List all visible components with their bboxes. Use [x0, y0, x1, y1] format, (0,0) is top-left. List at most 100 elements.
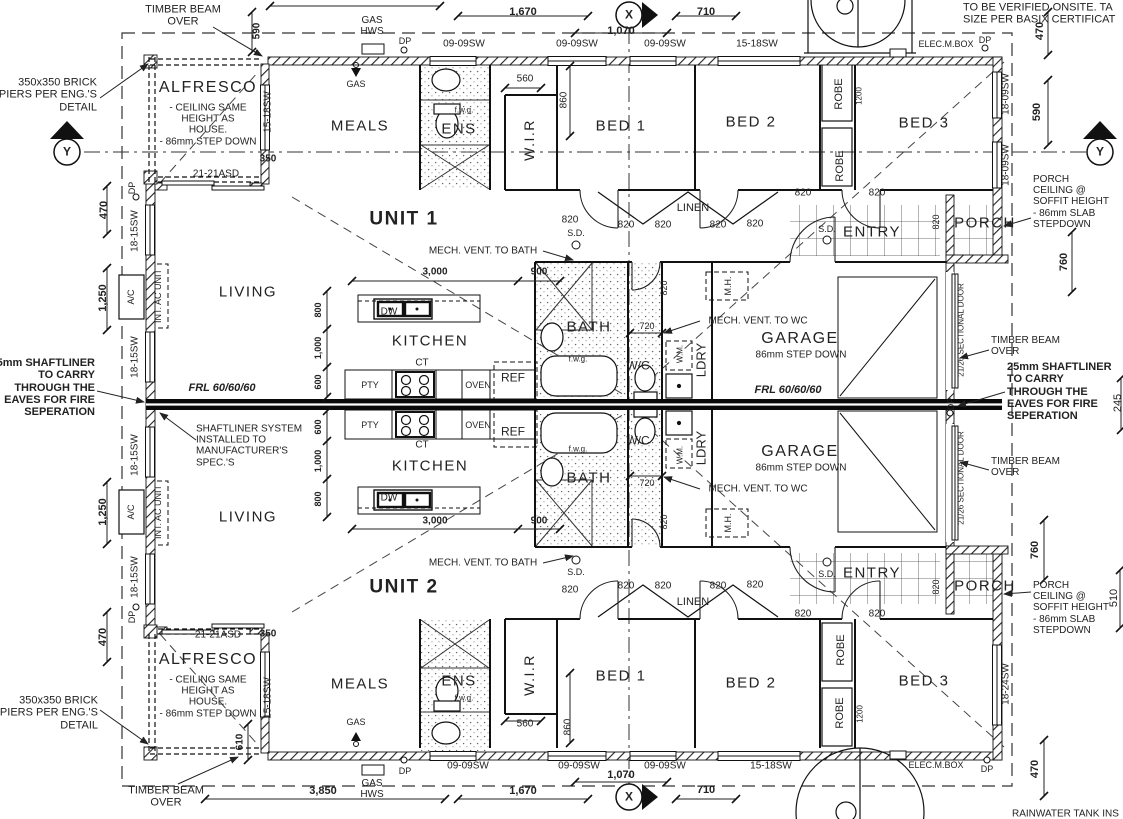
label-int-ac-unit-top: INT. AC UNIT [152, 268, 163, 324]
dim-820-e4: 820 [868, 608, 886, 620]
room-alfresco-2: ALFRESCO [158, 651, 258, 669]
door-swings [579, 189, 881, 620]
label-gas-top: GAS [346, 78, 366, 89]
note-brick-piers-bot: 350x350 BRICK PIERS PER ENG.'S DETAIL [0, 694, 98, 732]
room-bed2-2: BED 2 [725, 674, 777, 692]
win-label-18-15sw-2: 18-15SW [129, 336, 141, 378]
dim-820-v1: 820 [658, 280, 669, 296]
note-shaftliner-right: 25mm SHAFTLINER TO CARRY THROUGH THE EAV… [1007, 361, 1112, 423]
win-label-18-09sw-2: 18-09SW [1000, 144, 1012, 186]
label-dp-right: DP [945, 397, 956, 411]
label-ct-2: CT [415, 439, 429, 451]
room-bath-1: BATH [566, 318, 612, 336]
datum-x-bot: X [624, 789, 634, 804]
room-entry-1: ENTRY [842, 223, 902, 241]
label-fwg-bath-1: f.w.g. [568, 354, 588, 364]
win-label-18-09sw-1: 18-09SW [1000, 73, 1012, 115]
label-ac-bot: A/C [125, 504, 136, 520]
label-gas-bot: GAS [346, 716, 366, 727]
room-wc-2: W/C [626, 433, 650, 448]
party-wall [146, 399, 1002, 410]
dim-710-top: 710 [696, 5, 716, 18]
win-label-15-18sw-b: 15-18SW [750, 760, 792, 772]
dim-590-left-top: 590 [251, 22, 263, 40]
dim-560-top: 560 [516, 73, 534, 85]
datum-x-top: X [624, 7, 634, 22]
win-label-09-09sw-t2: 09-09SW [556, 38, 598, 50]
note-mech-vent-wc-2: MECH. VENT. TO WC [708, 483, 808, 495]
dim-600-k2: 600 [312, 419, 323, 435]
interior-walls [419, 61, 993, 748]
room-living-2: LIVING [218, 508, 278, 526]
dim-820-e3: 820 [794, 608, 812, 620]
rainwater-tank-bottom [795, 747, 925, 819]
dim-350-bot: 350 [259, 628, 277, 640]
label-sect-door-1: 21/26 SECTIONAL DOOR [956, 283, 966, 377]
label-sd-4: S.D. [818, 568, 836, 579]
note-alfresco-1: - CEILING SAME HEIGHT AS HOUSE. - 86mm S… [159, 102, 257, 148]
label-mh-2: M.H. [722, 513, 733, 533]
label-oven-1: OVEN [465, 379, 491, 390]
dim-800-k2: 800 [312, 491, 323, 507]
label-dw-1: DW [380, 306, 398, 318]
dim-3000-bot: 3,000 [422, 515, 448, 527]
label-dp-left-bot: DP [126, 610, 137, 624]
label-fwg-ens-1: f.w.g. [454, 105, 474, 115]
note-mech-vent-wc-1: MECH. VENT. TO WC [708, 315, 808, 327]
win-label-09-09sw-t1: 09-09SW [443, 38, 485, 50]
dim-1000-k2: 1,000 [312, 449, 323, 473]
dim-710-bot: 710 [696, 783, 716, 796]
label-frl-left: FRL 60/60/60 [188, 381, 256, 394]
dim-600-k1: 600 [312, 374, 323, 390]
note-porch-1: PORCH CEILING @ SOFFIT HEIGHT - 86mm SLA… [1033, 174, 1109, 230]
dim-820-h2c: 820 [654, 580, 672, 592]
dim-21-21asd-bot: 21-21ASD [194, 629, 242, 641]
room-wir-1: W.I.R [521, 119, 538, 161]
dim-610-left-bot: 610 [234, 733, 246, 751]
room-kitchen-2: KITCHEN [391, 457, 469, 475]
dim-470-left-top: 470 [97, 200, 110, 220]
label-oven-2: OVEN [465, 419, 491, 430]
dim-1670-bot: 1,670 [509, 784, 537, 797]
label-unit2: UNIT 2 [369, 576, 439, 598]
label-frl-right: FRL 60/60/60 [754, 383, 822, 396]
sliding-doors [161, 180, 265, 635]
dim-1250-left-top: 1,250 [96, 284, 109, 312]
room-wir-2: W.I.R [521, 654, 538, 696]
label-sd-3: S.D. [567, 566, 585, 577]
label-robe-2a: ROBE [834, 634, 847, 666]
dim-820-h2b: 820 [617, 580, 635, 592]
windows [145, 56, 1002, 761]
garage-slab [837, 276, 938, 533]
label-mh-1: M.H. [722, 276, 733, 296]
room-ldry-1: LDRY [693, 342, 709, 378]
room-meals-2: MEALS [330, 675, 390, 693]
dim-820-h2d: 820 [709, 580, 727, 592]
label-linen-1: LINEN [676, 201, 710, 214]
note-timber-beam-right-2: TIMBER BEAM OVER [991, 455, 1060, 478]
label-robe-1b: ROBE [833, 150, 846, 182]
room-ens-2: ENS [441, 672, 477, 690]
dim-1200-2: 1200 [855, 705, 865, 723]
label-robe-1a: ROBE [832, 78, 845, 110]
dim-820-p2: 820 [930, 579, 941, 595]
room-ldry-2: LDRY [693, 430, 709, 466]
dim-820-h1b: 820 [617, 219, 635, 231]
sanitary-fixtures [431, 68, 693, 745]
dim-720-2: 720 [639, 477, 655, 488]
dim-820-p1: 820 [930, 214, 941, 230]
dim-470-right-top: 470 [1033, 21, 1046, 41]
dim-560-bot: 560 [516, 718, 534, 730]
dim-820-h2a: 820 [561, 584, 579, 596]
room-garage-1: GARAGE [761, 330, 839, 348]
dim-900-top: 900 [530, 266, 548, 278]
datum-markers [50, 1, 1117, 811]
dim-1250-left-bot: 1,250 [96, 498, 109, 526]
note-garage-2: 86mm STEP DOWN [755, 462, 847, 474]
label-wm-2: W.M. [675, 445, 685, 465]
dim-510-right: 510 [1107, 588, 1120, 608]
room-bed3-1: BED 3 [898, 114, 950, 132]
dim-760-right-bot: 760 [1028, 540, 1041, 560]
